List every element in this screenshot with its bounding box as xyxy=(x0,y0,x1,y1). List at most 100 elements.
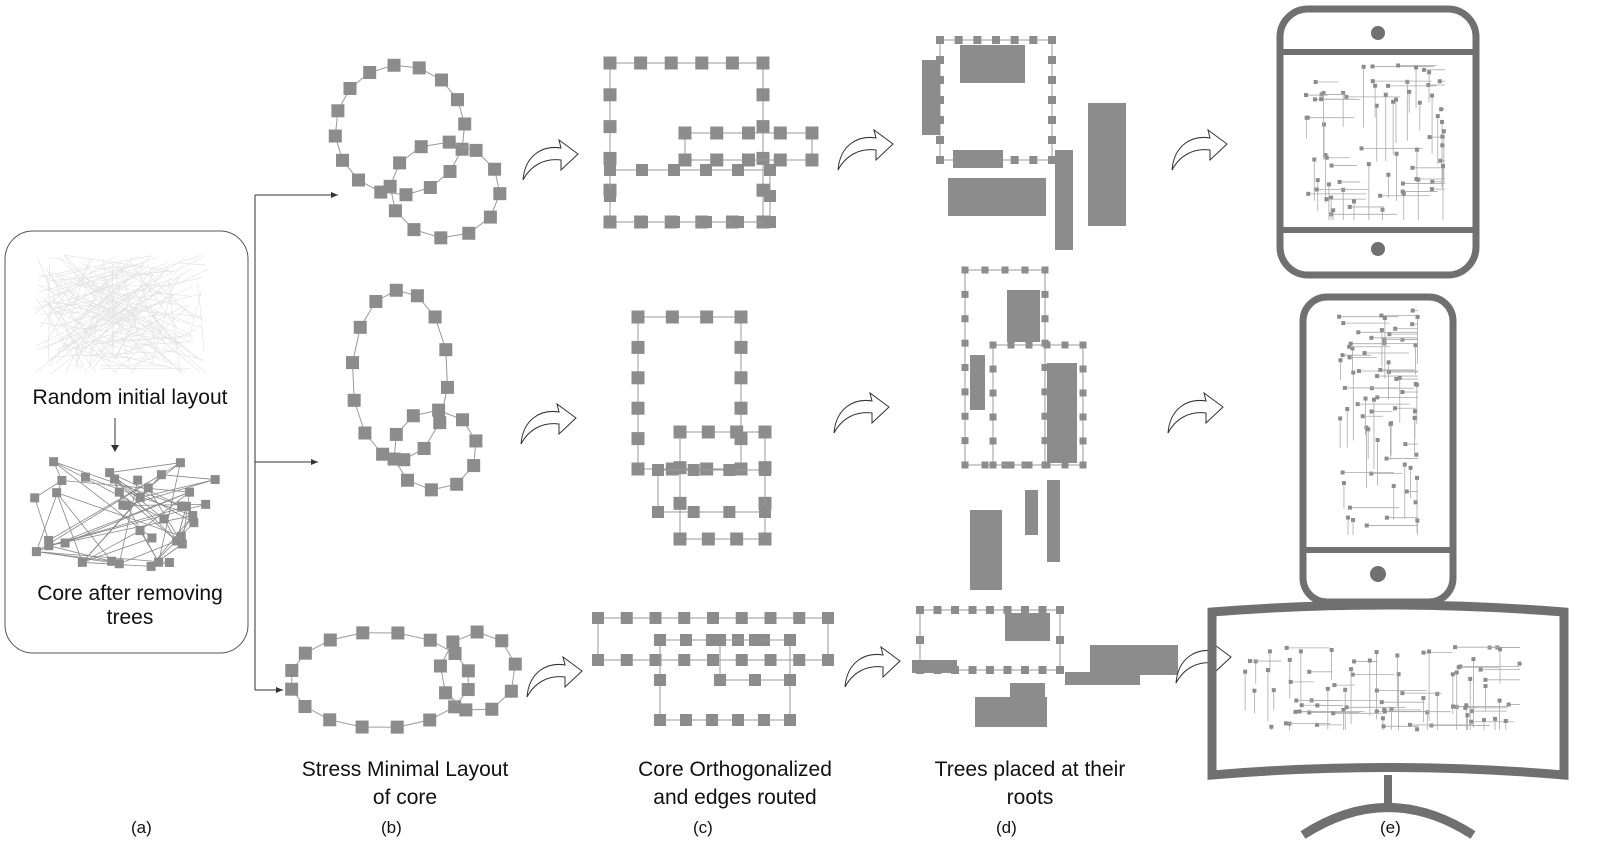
node xyxy=(620,612,633,624)
node xyxy=(732,714,744,726)
caption-b: Stress Minimal Layout of core xyxy=(270,756,540,812)
mini-node xyxy=(1382,707,1387,712)
node xyxy=(1025,341,1033,349)
node xyxy=(1010,36,1019,44)
mini-node xyxy=(1367,658,1372,663)
curved-arrow-icon xyxy=(844,645,901,688)
node xyxy=(673,496,687,510)
ortho-edges xyxy=(657,469,766,513)
node xyxy=(410,289,424,303)
mini-node xyxy=(1329,195,1334,200)
mini-node xyxy=(1355,402,1360,407)
node xyxy=(60,538,70,548)
caption-b-line1: Stress Minimal Layout xyxy=(301,758,509,781)
node xyxy=(700,310,714,324)
node xyxy=(147,533,157,543)
tree-block xyxy=(1047,363,1077,463)
node xyxy=(363,66,377,80)
mini-node xyxy=(1415,314,1420,319)
mini-node xyxy=(1410,165,1415,170)
random-edge xyxy=(117,266,154,320)
random-edge xyxy=(131,296,169,318)
node xyxy=(1048,156,1056,164)
node xyxy=(388,204,402,218)
mini-node xyxy=(1497,647,1502,652)
node xyxy=(961,266,969,274)
node xyxy=(805,153,819,167)
node xyxy=(1048,36,1056,44)
node xyxy=(678,612,691,624)
random-edge xyxy=(150,288,173,366)
sublabel-e: (e) xyxy=(1380,818,1401,837)
node xyxy=(443,165,457,179)
caption-c-line1: Core Orthogonalized xyxy=(638,758,832,781)
mini-node xyxy=(1429,723,1434,728)
node xyxy=(439,343,453,357)
mini-node xyxy=(1340,470,1345,475)
random-edge xyxy=(52,294,56,305)
mini-node xyxy=(1363,396,1368,401)
node xyxy=(470,625,484,639)
random-edge xyxy=(63,254,174,272)
node xyxy=(1043,341,1051,349)
core-edge xyxy=(119,491,177,542)
node xyxy=(1038,666,1047,674)
mini-node xyxy=(1396,672,1401,677)
home-button-icon xyxy=(1371,242,1385,256)
node xyxy=(673,461,687,475)
curved-arrow-icon xyxy=(520,402,577,445)
arrow-head-icon xyxy=(311,459,318,465)
mini-node xyxy=(1356,369,1361,374)
node xyxy=(968,606,977,614)
mini-node xyxy=(1343,687,1348,692)
core-edge xyxy=(56,492,182,537)
node xyxy=(654,674,666,686)
mini-node xyxy=(1366,427,1371,432)
random-edge xyxy=(77,280,135,318)
node xyxy=(989,461,997,469)
mini-node xyxy=(1307,710,1312,715)
mini-node xyxy=(1375,374,1380,379)
curved-arrow-icon xyxy=(837,128,894,171)
node xyxy=(424,483,438,497)
node xyxy=(706,714,718,726)
core-edge xyxy=(53,461,153,539)
node xyxy=(822,654,834,666)
mini-node xyxy=(1305,115,1310,120)
mini-node xyxy=(1469,719,1474,724)
node xyxy=(961,461,969,469)
random-edge xyxy=(145,272,195,319)
node xyxy=(700,462,714,476)
tree-block xyxy=(970,510,1002,590)
mini-node xyxy=(1469,709,1474,714)
node xyxy=(652,464,664,476)
node xyxy=(749,634,761,646)
node xyxy=(604,190,616,202)
mini-node xyxy=(1464,703,1469,708)
mini-node xyxy=(1413,381,1418,386)
mini-node xyxy=(1453,645,1458,650)
random-edge xyxy=(111,293,203,315)
node xyxy=(603,56,617,70)
node xyxy=(710,153,724,167)
mini-node xyxy=(1352,199,1357,204)
node xyxy=(1025,461,1033,469)
node xyxy=(1079,413,1087,421)
core-edge xyxy=(118,480,139,564)
arrow-head-icon xyxy=(111,445,119,452)
node xyxy=(343,81,357,95)
mini-node xyxy=(1393,97,1398,102)
node xyxy=(210,475,220,485)
mini-node xyxy=(1341,481,1346,486)
node xyxy=(734,371,748,385)
node xyxy=(347,393,361,407)
core-edge xyxy=(158,462,181,563)
mini-node xyxy=(1400,390,1405,395)
random-edge xyxy=(35,284,145,373)
node xyxy=(172,536,182,546)
random-edge xyxy=(61,294,131,348)
random-edge xyxy=(47,274,52,326)
mini-node xyxy=(1312,157,1317,162)
node xyxy=(664,56,678,70)
mini-node xyxy=(1378,367,1383,372)
